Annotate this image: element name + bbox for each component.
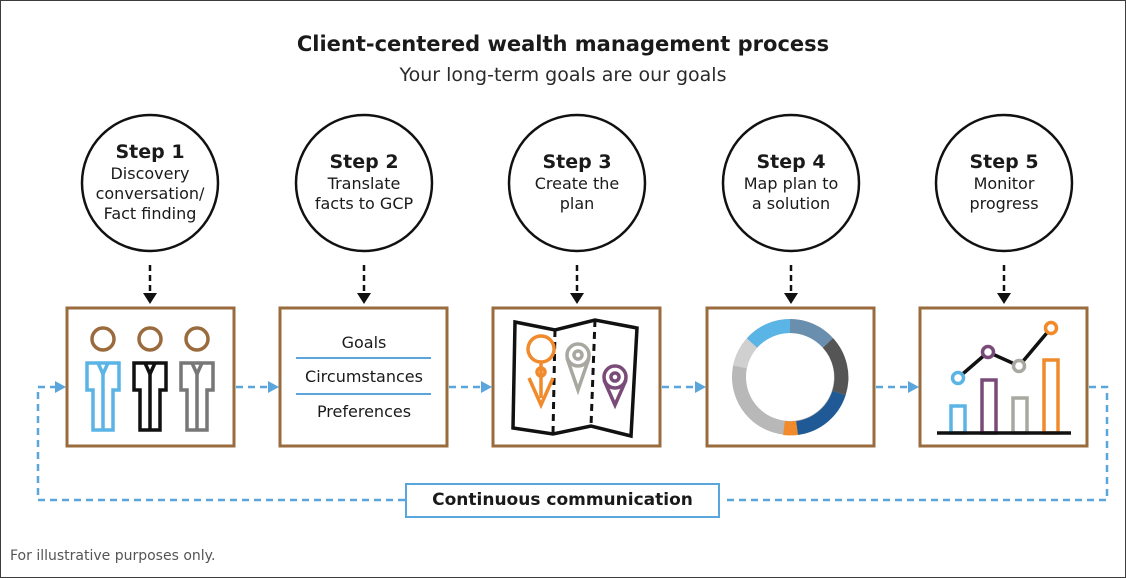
step-3-arrowhead (570, 293, 584, 304)
gcp-item-circumstances: Circumstances (305, 367, 423, 386)
loop-line-right (722, 385, 1109, 502)
step-3-title: Step 3 (542, 151, 612, 173)
step-2-desc-line-2: facts to GCP (314, 194, 414, 213)
diagram-title: Client-centered wealth management proces… (296, 32, 830, 56)
diagram-subtitle: Your long-term goals are our goals (399, 64, 727, 86)
step-1-arrowhead (143, 293, 157, 304)
step-4-title: Step 4 (756, 151, 826, 173)
step-2-title: Step 2 (329, 151, 399, 173)
step-2-box (278, 306, 449, 448)
step-3-desc-line-1: Create the (534, 174, 620, 193)
step-1-title: Step 1 (115, 141, 185, 163)
step-3-desc-line-2: plan (559, 194, 595, 213)
step-1-desc-line-1: Discovery (110, 164, 190, 183)
step-4-circle (721, 113, 861, 253)
step-5-title: Step 5 (969, 151, 1039, 173)
step-1-label: Step 1 Discovery conversation/ Fact find… (85, 140, 215, 224)
step-1-circle (80, 113, 220, 253)
gcp-item-goals: Goals (341, 333, 387, 352)
step-4-desc-line-2: a solution (751, 194, 831, 213)
step-1-desc-line-2: conversation/ (95, 184, 205, 203)
footnote: For illustrative purposes only. (10, 548, 216, 564)
donut-chart-icon (732, 319, 849, 436)
step-4-arrowhead (784, 293, 798, 304)
flow-arrowhead-2-3 (481, 381, 492, 393)
step-3-circle (507, 113, 647, 253)
step-5-desc-line-2: progress (969, 194, 1039, 213)
step-3-label: Step 3 Create the plan (512, 150, 642, 214)
step-1-desc-line-3: Fact finding (103, 204, 197, 223)
step-5-circle (934, 113, 1074, 253)
flow-arrowhead-1-2 (268, 381, 279, 393)
step-5-label: Step 5 Monitor progress (939, 150, 1069, 214)
map-icon (511, 318, 639, 439)
step-2-arrowhead (357, 293, 371, 304)
flow-arrowhead-4-5 (908, 381, 919, 393)
flow-arrowhead-3-4 (695, 381, 706, 393)
step-2-label: Step 2 Translate facts to GCP (299, 150, 429, 214)
step-2-desc-line-1: Translate (327, 174, 401, 193)
step-4-desc-line-1: Map plan to (743, 174, 839, 193)
flow-arrowhead-loop (55, 381, 66, 393)
loop-line-left (36, 385, 405, 502)
step-2-circle (294, 113, 434, 253)
gcp-list-icon (296, 357, 431, 395)
growth-chart-icon (937, 320, 1071, 435)
gcp-item-preferences: Preferences (316, 402, 412, 421)
step-5-box (918, 306, 1089, 448)
step-5-desc-line-1: Monitor (973, 174, 1035, 193)
continuous-communication-box: Continuous communication (405, 483, 720, 518)
step-4-label: Step 4 Map plan to a solution (726, 150, 856, 214)
step-5-arrowhead (997, 293, 1011, 304)
people-icon (85, 326, 215, 432)
